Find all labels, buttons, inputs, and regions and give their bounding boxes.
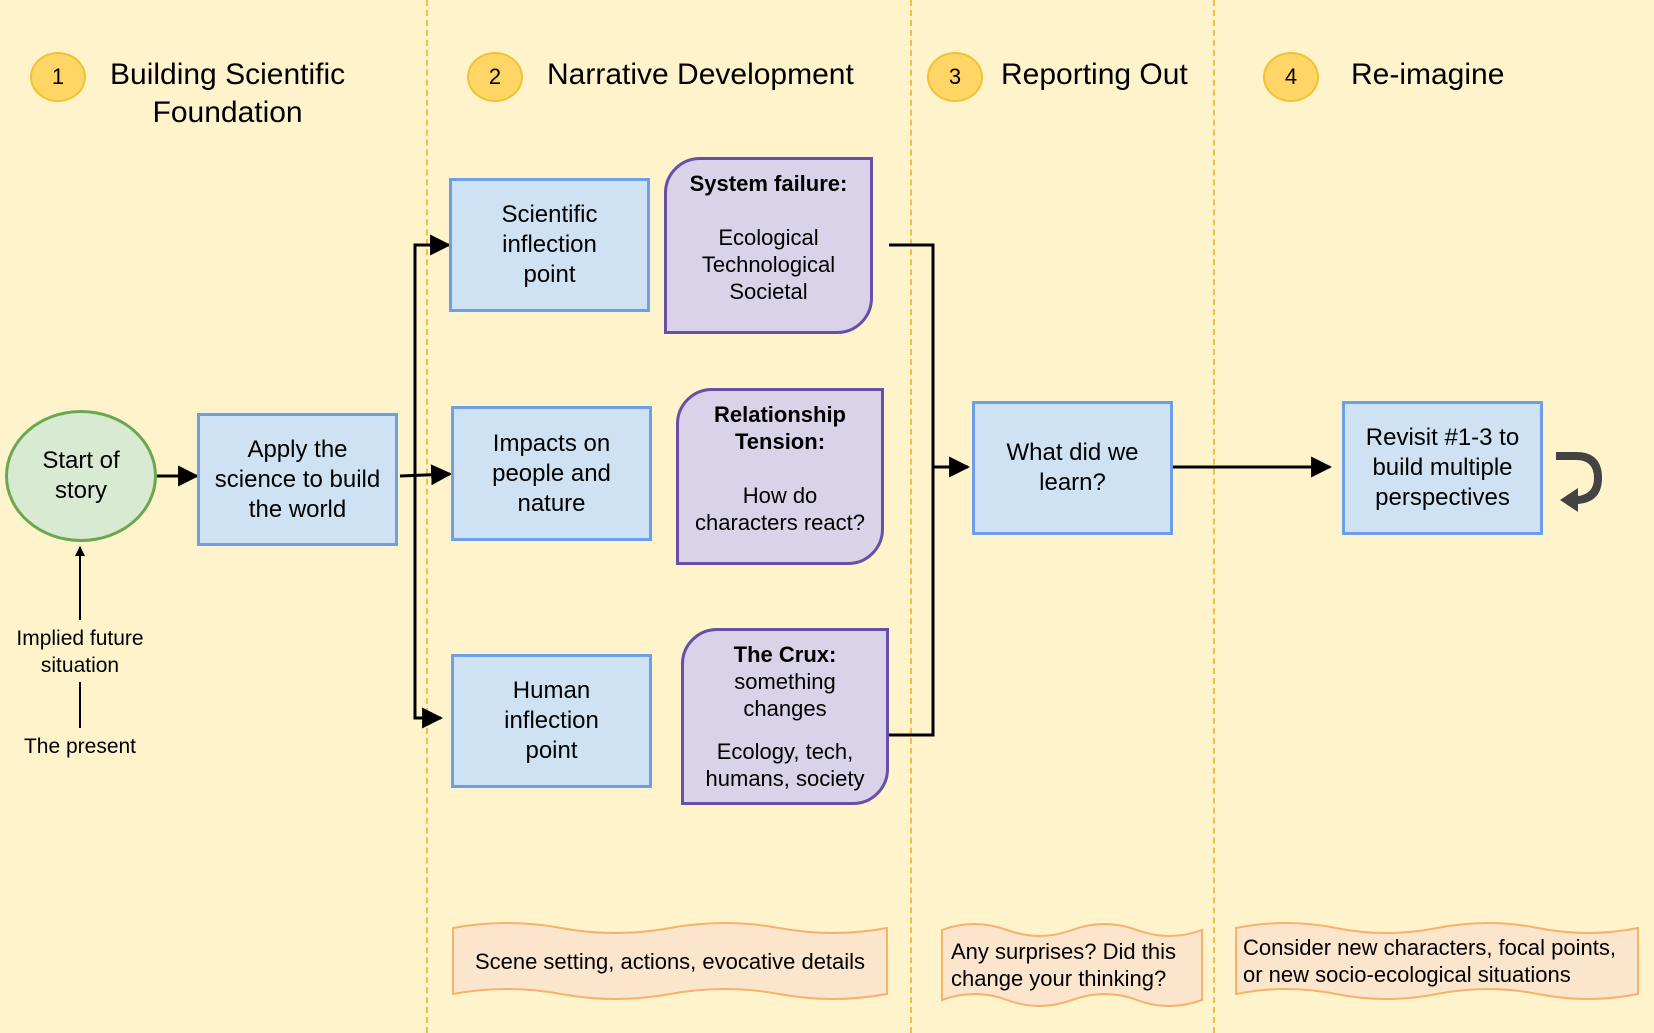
start-of-story-node: Start of story xyxy=(5,410,157,542)
what-did-we-learn-node: What did we learn? xyxy=(972,401,1173,535)
note-reporting: Any surprises? Did this change your thin… xyxy=(941,920,1203,1010)
step-badge-1: 1 xyxy=(30,52,86,102)
arrow-apply-to-impacts xyxy=(399,464,453,486)
column-divider-2 xyxy=(910,0,912,1033)
step-badge-3: 3 xyxy=(927,52,983,102)
impacts-node: Impacts on people and nature xyxy=(451,406,652,541)
note-reimagine: Consider new characters, focal points, o… xyxy=(1235,920,1639,1002)
revisit-node: Revisit #1-3 to build multiple perspecti… xyxy=(1342,401,1543,535)
column-title-4: Re-imagine xyxy=(1351,58,1505,91)
redo-arrow-icon xyxy=(1556,452,1602,512)
column-title-1: Building Scientific Foundation xyxy=(110,58,346,129)
arrow-branch-to-human xyxy=(413,476,444,729)
crux-node: The Crux: something changes Ecology, tec… xyxy=(681,628,889,805)
arrow-branch-to-scientific xyxy=(413,234,452,476)
column-divider-3 xyxy=(1213,0,1215,1033)
step-badge-2: 2 xyxy=(467,52,523,102)
step-badge-4: 4 xyxy=(1263,52,1319,102)
merge-line-system xyxy=(889,243,935,737)
column-header-3: 3 Reporting Out xyxy=(927,52,1188,102)
column-title-2: Narrative Development xyxy=(547,58,854,91)
system-failure-node: System failure: Ecological Technological… xyxy=(664,157,873,334)
column-header-1: 1 Building Scientific Foundation xyxy=(30,52,345,132)
human-inflection-node: Human inflection point xyxy=(451,654,652,788)
implied-future-label: Implied future situation xyxy=(16,627,144,677)
column-header-4: 4 Re-imagine xyxy=(1263,52,1504,102)
note-narrative: Scene setting, actions, evocative detail… xyxy=(452,920,888,1002)
the-present-label: The present xyxy=(23,735,137,758)
column-divider-1 xyxy=(426,0,428,1033)
relationship-tension-node: Relationship Tension: How do characters … xyxy=(676,388,884,565)
apply-science-node: Apply the science to build the world xyxy=(197,413,398,546)
column-header-2: 2 Narrative Development xyxy=(467,52,854,102)
scientific-inflection-node: Scientific inflection point xyxy=(449,178,650,312)
column-title-3: Reporting Out xyxy=(1001,58,1188,91)
